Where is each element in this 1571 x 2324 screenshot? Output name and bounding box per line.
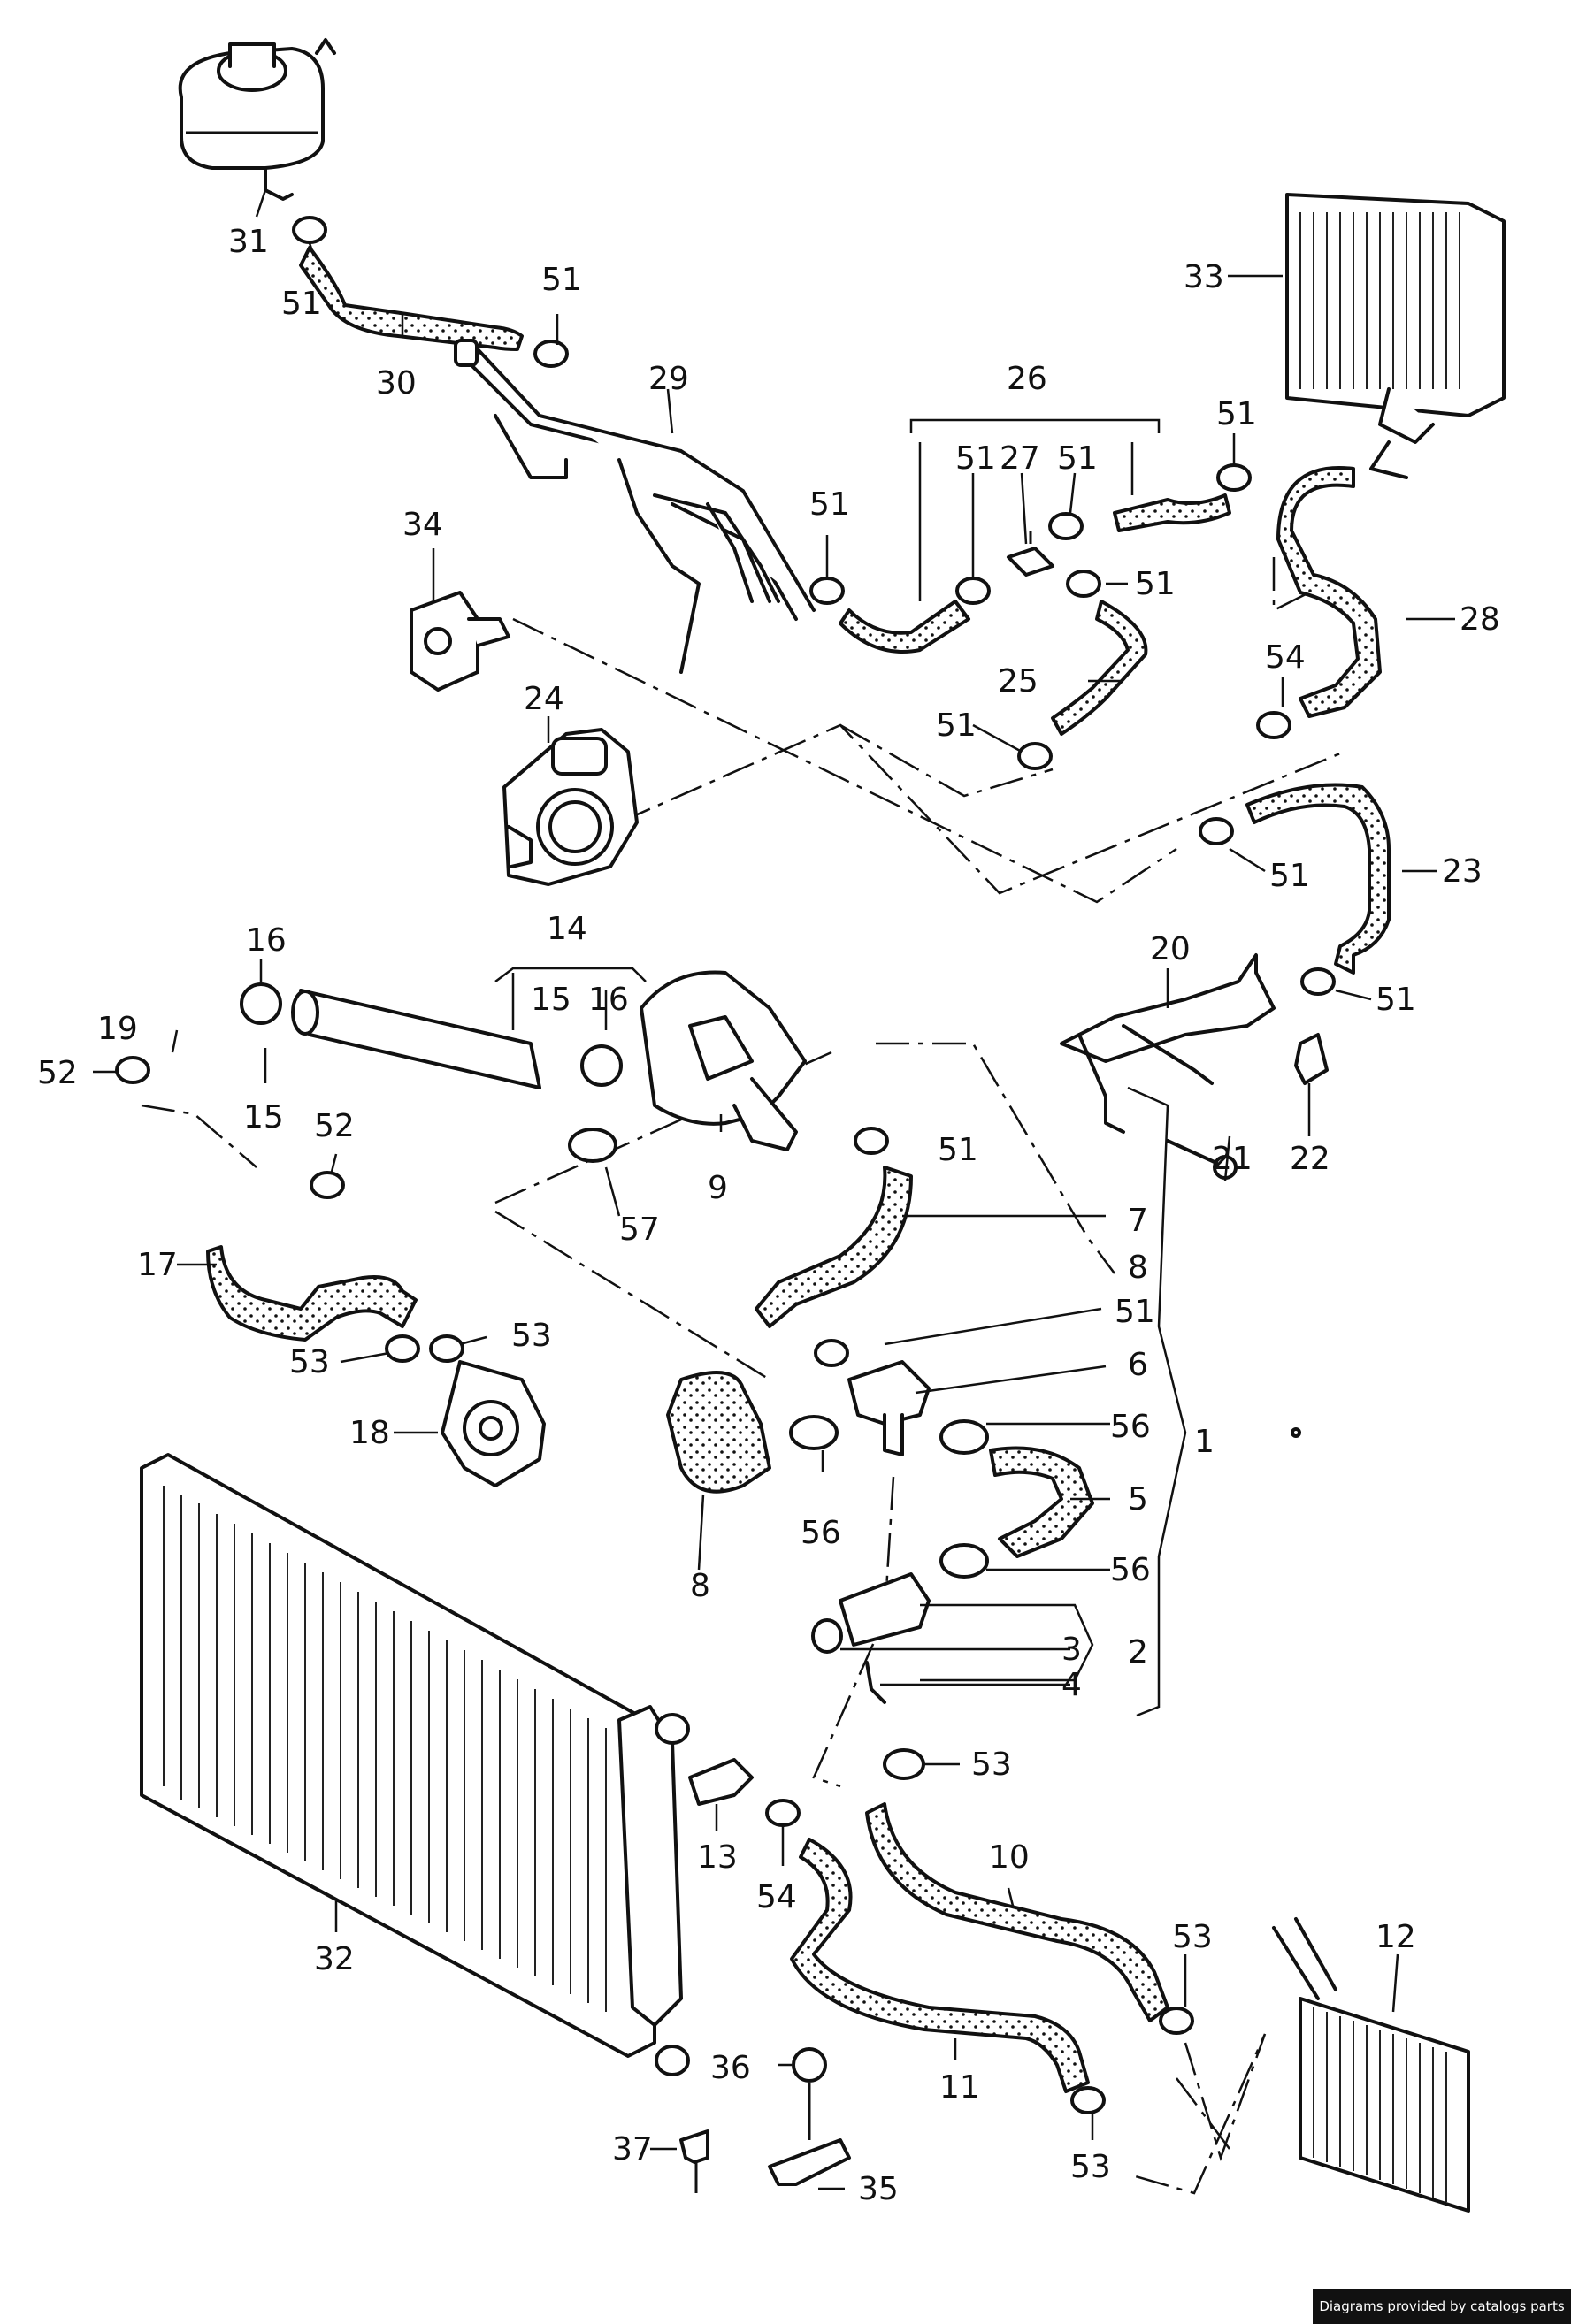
callout-14: 14 bbox=[547, 911, 587, 947]
mounting-bracket-parts bbox=[679, 2047, 851, 2193]
callout-24: 24 bbox=[524, 681, 564, 717]
callout-31: 31 bbox=[228, 224, 269, 260]
callout-34: 34 bbox=[402, 507, 443, 543]
leader-lines bbox=[93, 189, 1455, 2190]
oil-cooler-assembly bbox=[206, 1245, 546, 1487]
bracket-assembly bbox=[1060, 953, 1329, 1180]
callout-2: 2 bbox=[1128, 1634, 1148, 1670]
callout-51: 51 bbox=[281, 286, 322, 322]
hose-23 bbox=[1245, 783, 1391, 975]
callout-20: 20 bbox=[1150, 931, 1191, 967]
callout-56: 56 bbox=[1110, 1409, 1151, 1445]
callout-53: 53 bbox=[1070, 2149, 1111, 2185]
callout-51: 51 bbox=[1216, 396, 1257, 432]
heater-core-bottom bbox=[1272, 1917, 1470, 2213]
callout-51: 51 bbox=[938, 1132, 978, 1168]
callout-35: 35 bbox=[858, 2171, 899, 2207]
callout-32: 32 bbox=[314, 1941, 355, 1977]
callout-6: 6 bbox=[1128, 1347, 1148, 1383]
lower-hoses bbox=[666, 1166, 1094, 1704]
callout-28: 28 bbox=[1460, 601, 1500, 638]
callout-54: 54 bbox=[756, 1879, 797, 1915]
callout-36: 36 bbox=[710, 2050, 751, 2086]
callout-13: 13 bbox=[697, 1839, 738, 1876]
callout-51: 51 bbox=[1376, 982, 1416, 1018]
callout-26: 26 bbox=[1007, 361, 1047, 397]
callout-52: 52 bbox=[314, 1108, 355, 1144]
hose-30 bbox=[299, 246, 524, 351]
heater-hoses bbox=[839, 493, 1231, 736]
callout-7: 7 bbox=[1128, 1203, 1148, 1239]
callout-9: 9 bbox=[708, 1170, 728, 1206]
flange bbox=[410, 591, 510, 692]
callout-51: 51 bbox=[809, 486, 850, 523]
callout-10: 10 bbox=[989, 1839, 1030, 1876]
throttle-body bbox=[502, 728, 639, 886]
radiator bbox=[140, 1453, 690, 2076]
callout-51: 51 bbox=[1135, 566, 1176, 602]
callout-56: 56 bbox=[801, 1515, 841, 1551]
callout-15: 15 bbox=[531, 982, 571, 1018]
routing-lines bbox=[141, 557, 1345, 2195]
callout-12: 12 bbox=[1376, 1919, 1416, 1955]
callout-17: 17 bbox=[137, 1247, 178, 1283]
callout-51: 51 bbox=[936, 707, 977, 744]
callout-53: 53 bbox=[1172, 1919, 1213, 1955]
callout-11: 11 bbox=[939, 2069, 980, 2106]
callout-30: 30 bbox=[376, 365, 417, 401]
callout-18: 18 bbox=[349, 1415, 390, 1451]
callout-53: 53 bbox=[289, 1344, 330, 1380]
callout-51: 51 bbox=[1057, 440, 1098, 477]
callout-51: 51 bbox=[541, 262, 582, 298]
callout-25: 25 bbox=[998, 663, 1038, 699]
callout-15: 15 bbox=[243, 1099, 284, 1135]
callout-8: 8 bbox=[690, 1568, 710, 1604]
callout-19: 19 bbox=[97, 1011, 138, 1047]
callout-8: 8 bbox=[1128, 1250, 1148, 1286]
callout-29: 29 bbox=[648, 361, 689, 397]
callout-51: 51 bbox=[955, 440, 996, 477]
callout-3: 3 bbox=[1061, 1632, 1082, 1668]
callout-16: 16 bbox=[246, 922, 287, 959]
heater-return-hoses bbox=[688, 1758, 1169, 2093]
callout-1: 1 bbox=[1194, 1424, 1215, 1460]
hose-28 bbox=[1276, 466, 1382, 718]
callout-numbers: 31 51 30 51 29 26 51 27 51 51 33 51 51 2… bbox=[37, 224, 1500, 2207]
callout-56: 56 bbox=[1110, 1552, 1151, 1588]
callout-54: 54 bbox=[1265, 639, 1306, 676]
callout-52: 52 bbox=[37, 1055, 78, 1091]
expansion-tank bbox=[178, 38, 336, 201]
callout-16: 16 bbox=[588, 982, 629, 1018]
callout-53: 53 bbox=[511, 1318, 552, 1354]
callout-51: 51 bbox=[1269, 858, 1310, 894]
callout-37: 37 bbox=[612, 2131, 653, 2167]
callout-57: 57 bbox=[619, 1212, 660, 1248]
callout-33: 33 bbox=[1184, 259, 1224, 295]
callout-53: 53 bbox=[971, 1747, 1012, 1783]
callout-51: 51 bbox=[1115, 1294, 1155, 1330]
callout-23: 23 bbox=[1442, 853, 1483, 890]
heater-core-top bbox=[1285, 193, 1506, 479]
thermostat-housing bbox=[240, 970, 807, 1151]
callout-27: 27 bbox=[1000, 440, 1040, 477]
pipe-bundle bbox=[454, 339, 816, 674]
callout-5: 5 bbox=[1128, 1481, 1148, 1517]
footer-credit: Diagrams provided by catalogs parts bbox=[1313, 2289, 1571, 2324]
callout-22: 22 bbox=[1290, 1141, 1330, 1177]
callout-21: 21 bbox=[1212, 1141, 1253, 1177]
hose-clamps bbox=[115, 216, 1336, 2114]
callout-4: 4 bbox=[1061, 1667, 1082, 1703]
